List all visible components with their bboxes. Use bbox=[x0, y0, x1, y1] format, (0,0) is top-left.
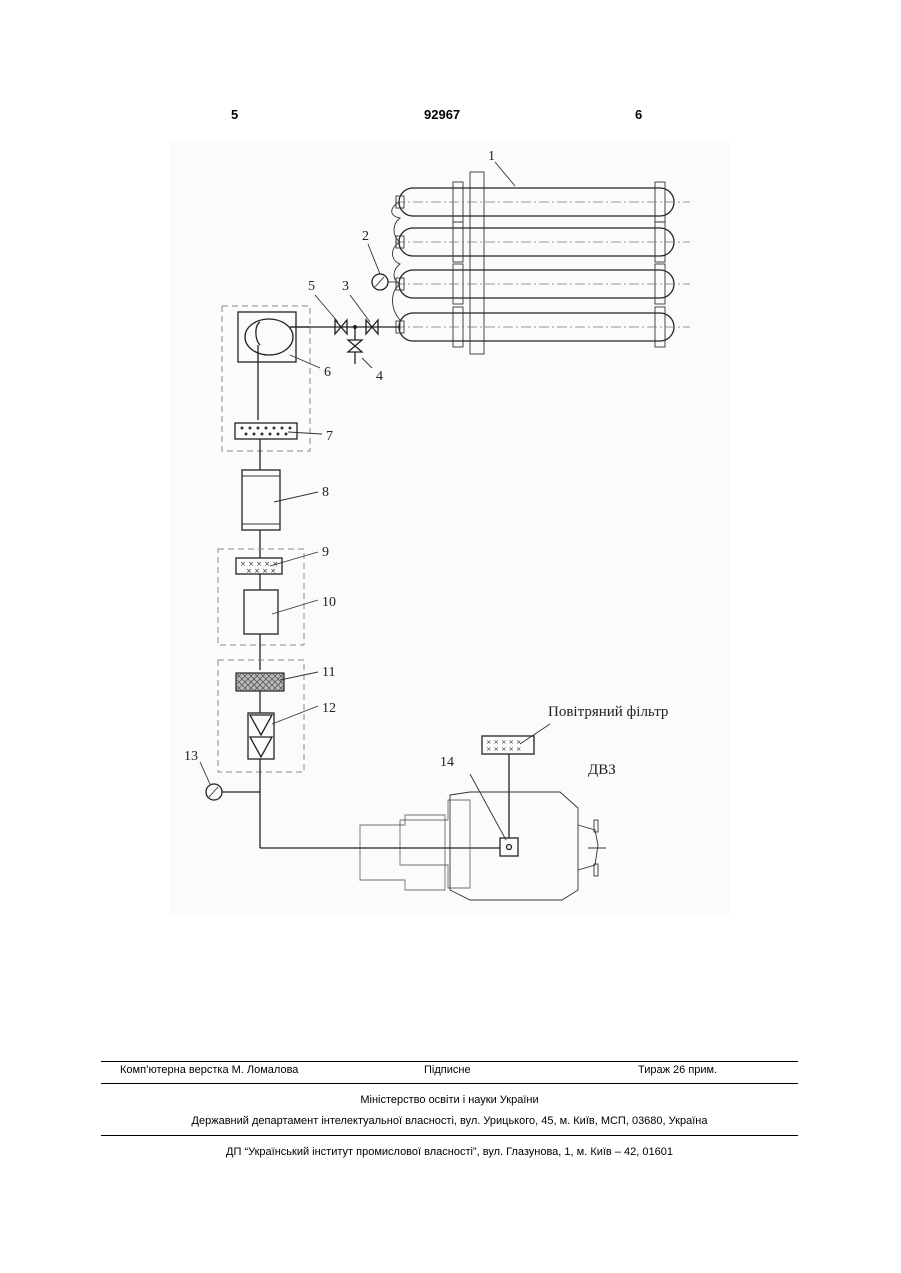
footer-typesetting: Комп’ютерна верстка М. Ломалова bbox=[120, 1064, 298, 1076]
label-5: 5 bbox=[308, 279, 315, 294]
svg-text:× × × × ×: × × × × × bbox=[486, 745, 522, 753]
label-11: 11 bbox=[322, 665, 335, 680]
engine-label: ДВЗ bbox=[588, 762, 616, 778]
footer-rule-bottom bbox=[101, 1135, 798, 1136]
label-3: 3 bbox=[342, 279, 349, 294]
label-4: 4 bbox=[376, 369, 383, 384]
footer-rule-top bbox=[101, 1061, 798, 1062]
label-8: 8 bbox=[322, 485, 329, 500]
label-7: 7 bbox=[326, 429, 333, 444]
label-6: 6 bbox=[324, 365, 331, 380]
patent-number: 92967 bbox=[424, 107, 460, 122]
label-1: 1 bbox=[488, 149, 495, 164]
page-number-left: 5 bbox=[231, 107, 238, 122]
filter-11 bbox=[236, 673, 284, 691]
page-number-right: 6 bbox=[635, 107, 642, 122]
gas-supply-scheme-figure: × × × × × × × × × bbox=[170, 140, 730, 915]
label-12: 12 bbox=[322, 701, 336, 716]
footer-department: Державний департамент інтелектуальної вл… bbox=[101, 1115, 798, 1127]
footer-ministry: Міністерство освіти і науки України bbox=[101, 1094, 798, 1106]
label-13: 13 bbox=[184, 749, 198, 764]
footer-subscription: Підписне bbox=[424, 1064, 471, 1076]
label-10: 10 bbox=[322, 595, 336, 610]
label-2: 2 bbox=[362, 229, 369, 244]
label-9: 9 bbox=[322, 545, 329, 560]
svg-text:× × × ×: × × × × bbox=[246, 567, 276, 575]
footer-institute: ДП “Український інститут промислової вла… bbox=[101, 1146, 798, 1158]
footer-circulation: Тираж 26 прим. bbox=[638, 1064, 717, 1076]
air-filter-label: Повітряний фільтр bbox=[548, 704, 668, 720]
footer-rule-middle bbox=[101, 1083, 798, 1084]
label-14: 14 bbox=[440, 755, 454, 770]
